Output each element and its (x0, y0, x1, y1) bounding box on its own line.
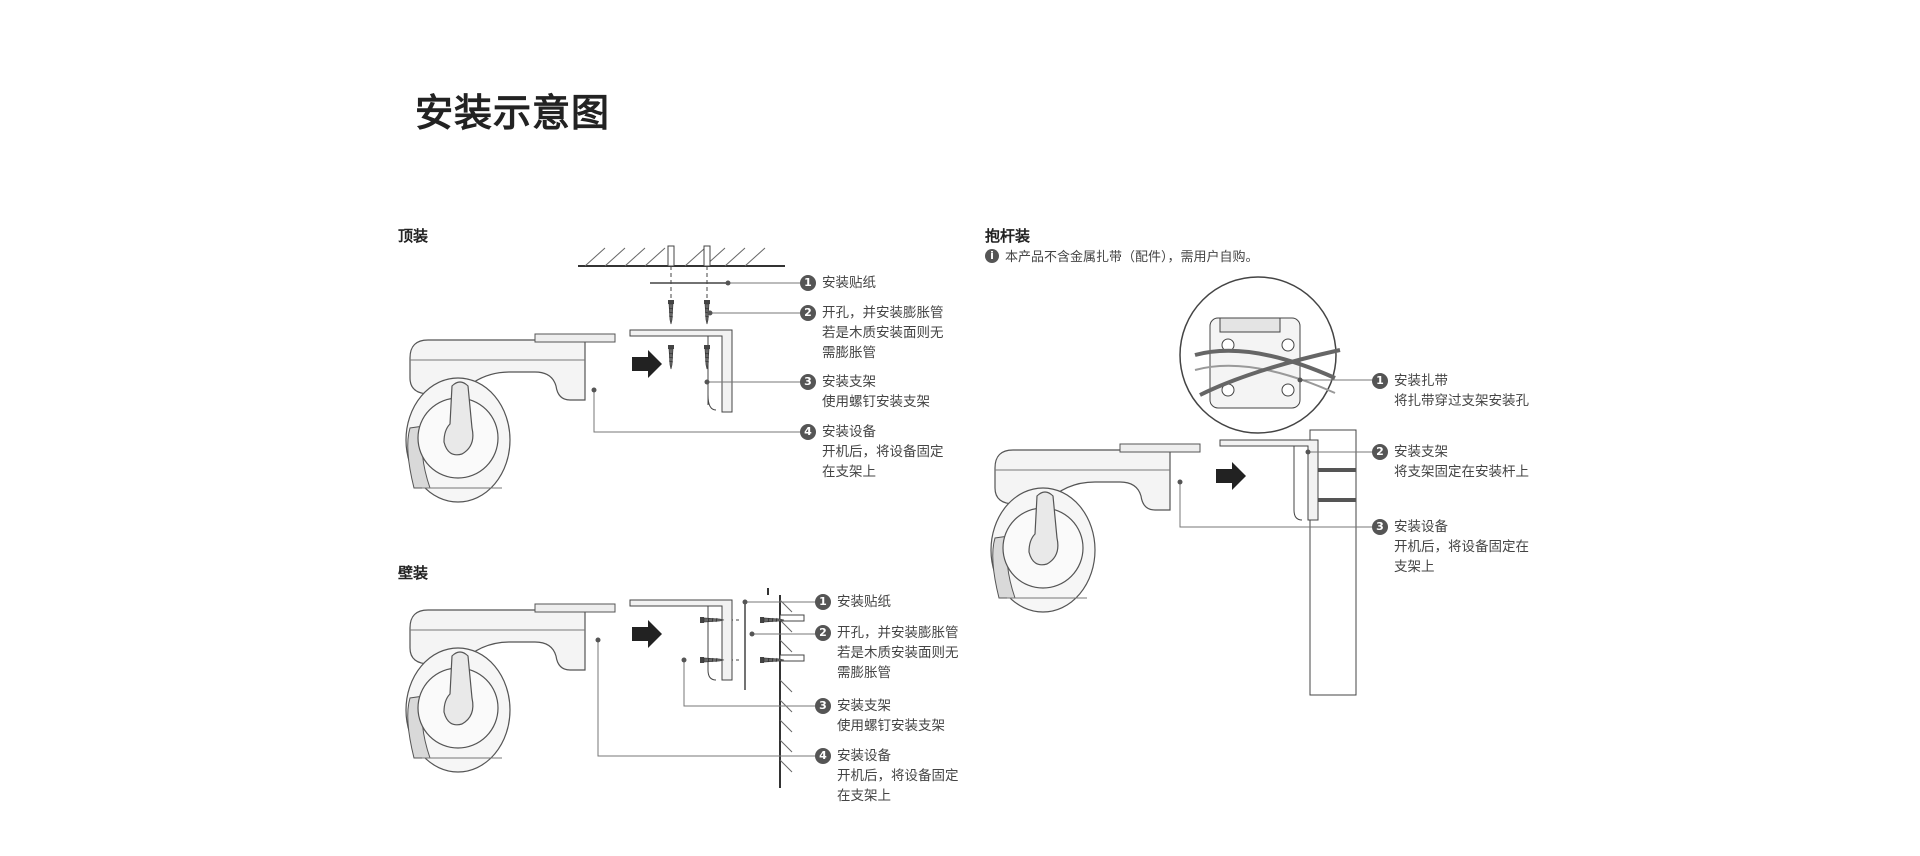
ceiling-step-3: 3 安装支架 使用螺钉安装支架 (800, 372, 930, 412)
info-icon: i (985, 248, 999, 263)
wall-mount-heading: 壁装 (398, 564, 429, 582)
note-text: 本产品不含金属扎带（配件），需用户自购。 (1005, 250, 1259, 265)
ceiling-step-1: 1 安装贴纸 (800, 273, 876, 293)
pole-step-1: 1 安装扎带 将扎带穿过支架安装孔 (1372, 371, 1529, 411)
wall-step-3: 3 安装支架 使用螺钉安装支架 (815, 696, 945, 736)
wall-step-4: 4 安装设备 开机后，将设备固定 在支架上 (815, 746, 959, 806)
wall-step-1: 1 安装贴纸 (815, 592, 891, 612)
wall-mount-drawing (405, 588, 816, 788)
pole-mount-note: i 本产品不含金属扎带（配件），需用户自购。 (985, 246, 1259, 265)
page-title: 安装示意图 (415, 91, 611, 135)
ceiling-step-2: 2 开孔，并安装膨胀管 若是木质安装面则无 需膨胀管 (800, 303, 944, 363)
wall-step-2: 2 开孔，并安装膨胀管 若是木质安装面则无 需膨胀管 (815, 623, 959, 683)
pole-mount-heading: 抱杆装 (985, 227, 1031, 245)
ceiling-step-4: 4 安装设备 开机后，将设备固定 在支架上 (800, 422, 944, 482)
pole-step-2: 2 安装支架 将支架固定在安装杆上 (1372, 442, 1529, 482)
ceiling-mount-heading: 顶装 (398, 227, 429, 245)
pole-mount-drawing (990, 276, 1373, 696)
pole-step-3: 3 安装设备 开机后，将设备固定在 支架上 (1372, 517, 1529, 577)
ceiling-mount-drawing (405, 245, 800, 503)
